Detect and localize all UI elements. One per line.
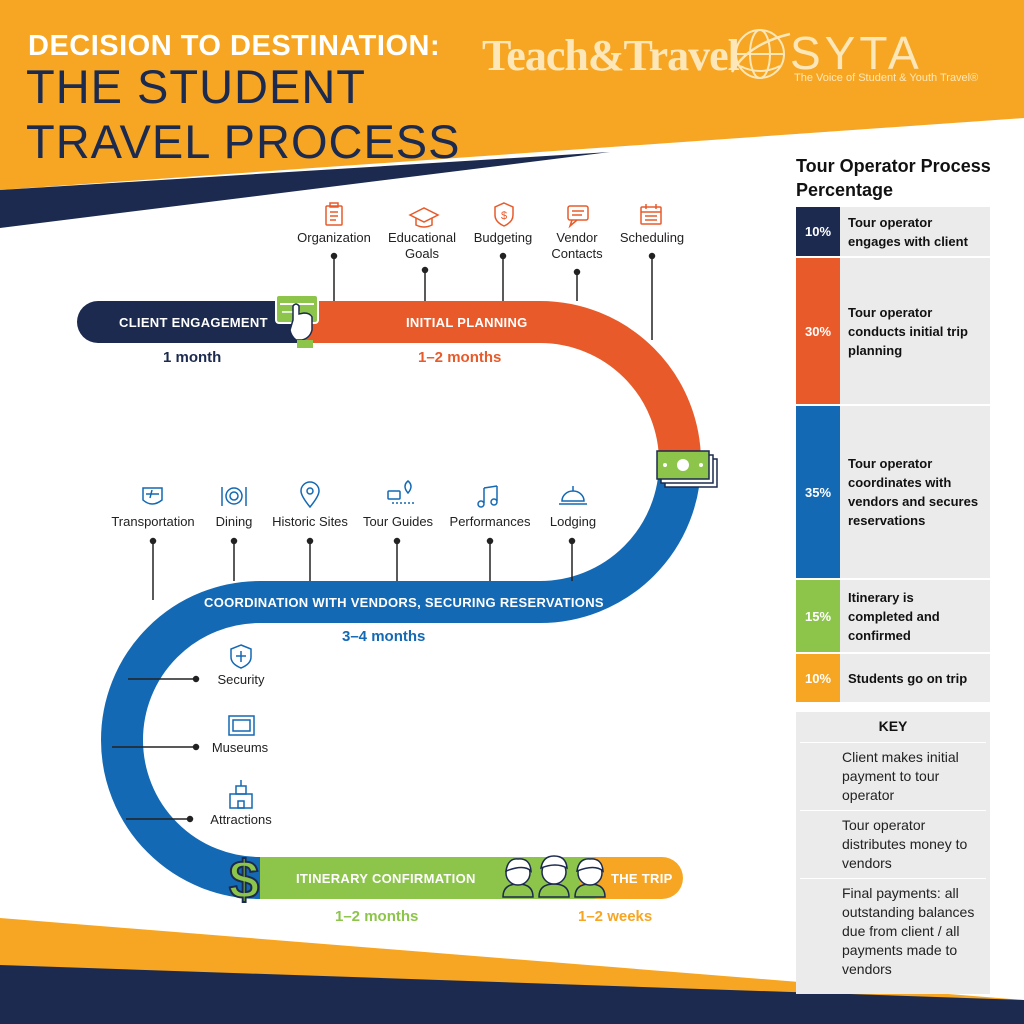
- panel-row-planning: 30% Tour operator conducts initial trip …: [796, 258, 990, 404]
- key-panel: [796, 712, 990, 994]
- planning-item-scheduling: Scheduling: [619, 230, 685, 245]
- planning-item-educational-goals: Educational Goals: [388, 230, 456, 261]
- vendor-item-dining: Dining: [215, 514, 253, 529]
- vendor-item-tour-guides: Tour Guides: [362, 514, 434, 529]
- panel-row-pct: 15%: [796, 580, 840, 652]
- title-line-2: TRAVEL PROCESS: [26, 115, 461, 168]
- panel-row-trip: 10% Students go on trip: [796, 654, 990, 702]
- panel-row-pct: 10%: [796, 654, 840, 702]
- key-divider: [800, 810, 986, 811]
- duration-client-engagement: 1 month: [163, 349, 222, 366]
- key-item-card-payment: Client makes initial payment to tour ope…: [842, 749, 959, 803]
- side-item-security: Security: [217, 672, 265, 687]
- side-item-attractions: Attractions: [210, 812, 272, 827]
- side-item-museums: Museums: [211, 740, 269, 755]
- final-payment-dollar-icon: $: [229, 850, 259, 910]
- cash-stack-icon: [656, 450, 718, 488]
- syta-logo: SYTA: [790, 27, 923, 79]
- syta-tagline: The Voice of Student & Youth Travel®: [794, 72, 979, 84]
- duration-coordination: 3–4 months: [342, 628, 426, 645]
- svg-text:$: $: [501, 210, 507, 222]
- museum-frame-icon: [228, 715, 255, 736]
- music-note-icon: [477, 485, 498, 508]
- panel-row-text: Tour operator coordinates with vendors a…: [840, 406, 990, 578]
- panel-row-pct: 10%: [796, 207, 840, 256]
- key-item-dollar-sign: Final payments: all outstanding balances…: [842, 885, 975, 977]
- planning-item-vendor-contacts: Vendor Contacts: [551, 230, 603, 261]
- key-divider: [800, 742, 986, 743]
- stage-label-coordination: COORDINATION WITH VENDORS, SECURING RESE…: [204, 595, 604, 610]
- duration-initial-planning: 1–2 months: [418, 349, 502, 366]
- key-item-cash-stack: Tour operator distributes money to vendo…: [842, 817, 968, 871]
- duration-itinerary: 1–2 months: [335, 908, 419, 925]
- vendor-item-transportation: Transportation: [111, 514, 195, 529]
- service-bell-icon: [559, 486, 587, 505]
- panel-title: Tour Operator Process Percentage: [796, 156, 991, 200]
- vendor-connectors: [149, 537, 576, 600]
- road-initial-planning: [300, 301, 701, 463]
- title-line-1: THE STUDENT: [26, 60, 366, 113]
- stage-label-initial-planning: INITIAL PLANNING: [406, 315, 528, 330]
- security-shield-icon: [230, 644, 252, 669]
- key-title: KEY: [878, 718, 908, 734]
- globe-icon: [730, 29, 791, 79]
- key-divider: [800, 878, 986, 879]
- vendor-item-performances: Performances: [449, 514, 531, 529]
- panel-row-text: Tour operator conducts initial trip plan…: [840, 258, 990, 404]
- panel-row-coordination: 35% Tour operator coordinates with vendo…: [796, 406, 990, 578]
- panel-row-pct: 35%: [796, 406, 840, 578]
- chat-icon: [567, 205, 589, 229]
- stage-label-itinerary: ITINERARY CONFIRMATION: [296, 871, 476, 886]
- teach-travel-logo: Teach&Travel: [482, 31, 740, 80]
- road-coordination: [101, 461, 701, 899]
- panel-row-text: Tour operator engages with client: [840, 207, 990, 256]
- footer-stripe: [0, 965, 1024, 1024]
- panel-row-text: Students go on trip: [840, 654, 990, 702]
- graduation-cap-icon: [408, 207, 440, 228]
- clipboard-icon: [325, 202, 343, 226]
- stage-label-client-engagement: CLIENT ENGAGEMENT: [119, 315, 268, 330]
- side-connectors: [112, 675, 200, 823]
- header-band: [0, 0, 1024, 190]
- plate-icon: [221, 487, 247, 506]
- panel-row-itinerary: 15% Itinerary is completed and confirmed: [796, 580, 990, 652]
- planning-connectors: [330, 252, 656, 340]
- planning-item-organization: Organization: [297, 230, 371, 245]
- calendar-icon: [640, 204, 662, 225]
- students-icon: [502, 855, 606, 898]
- header-accent-stripe: [0, 152, 610, 228]
- map-pin-icon: [300, 481, 320, 509]
- panel-row-text: Itinerary is completed and confirmed: [840, 580, 990, 652]
- title-kicker: DECISION TO DESTINATION:: [28, 30, 441, 62]
- plane-icon: [142, 487, 163, 505]
- dollar-shield-icon: $: [494, 202, 514, 227]
- panel-row-client: 10% Tour operator engages with client: [796, 207, 990, 256]
- duration-trip: 1–2 weeks: [578, 908, 653, 925]
- panel-row-pct: 30%: [796, 258, 840, 404]
- stage-label-trip: THE TRIP: [611, 871, 673, 886]
- vendor-item-historic-sites: Historic Sites: [272, 514, 348, 529]
- vendor-item-lodging: Lodging: [549, 514, 597, 529]
- castle-icon: [229, 780, 253, 809]
- card-payment-icon: [275, 294, 319, 348]
- route-icon: [387, 480, 414, 504]
- planning-item-budgeting: Budgeting: [473, 230, 533, 245]
